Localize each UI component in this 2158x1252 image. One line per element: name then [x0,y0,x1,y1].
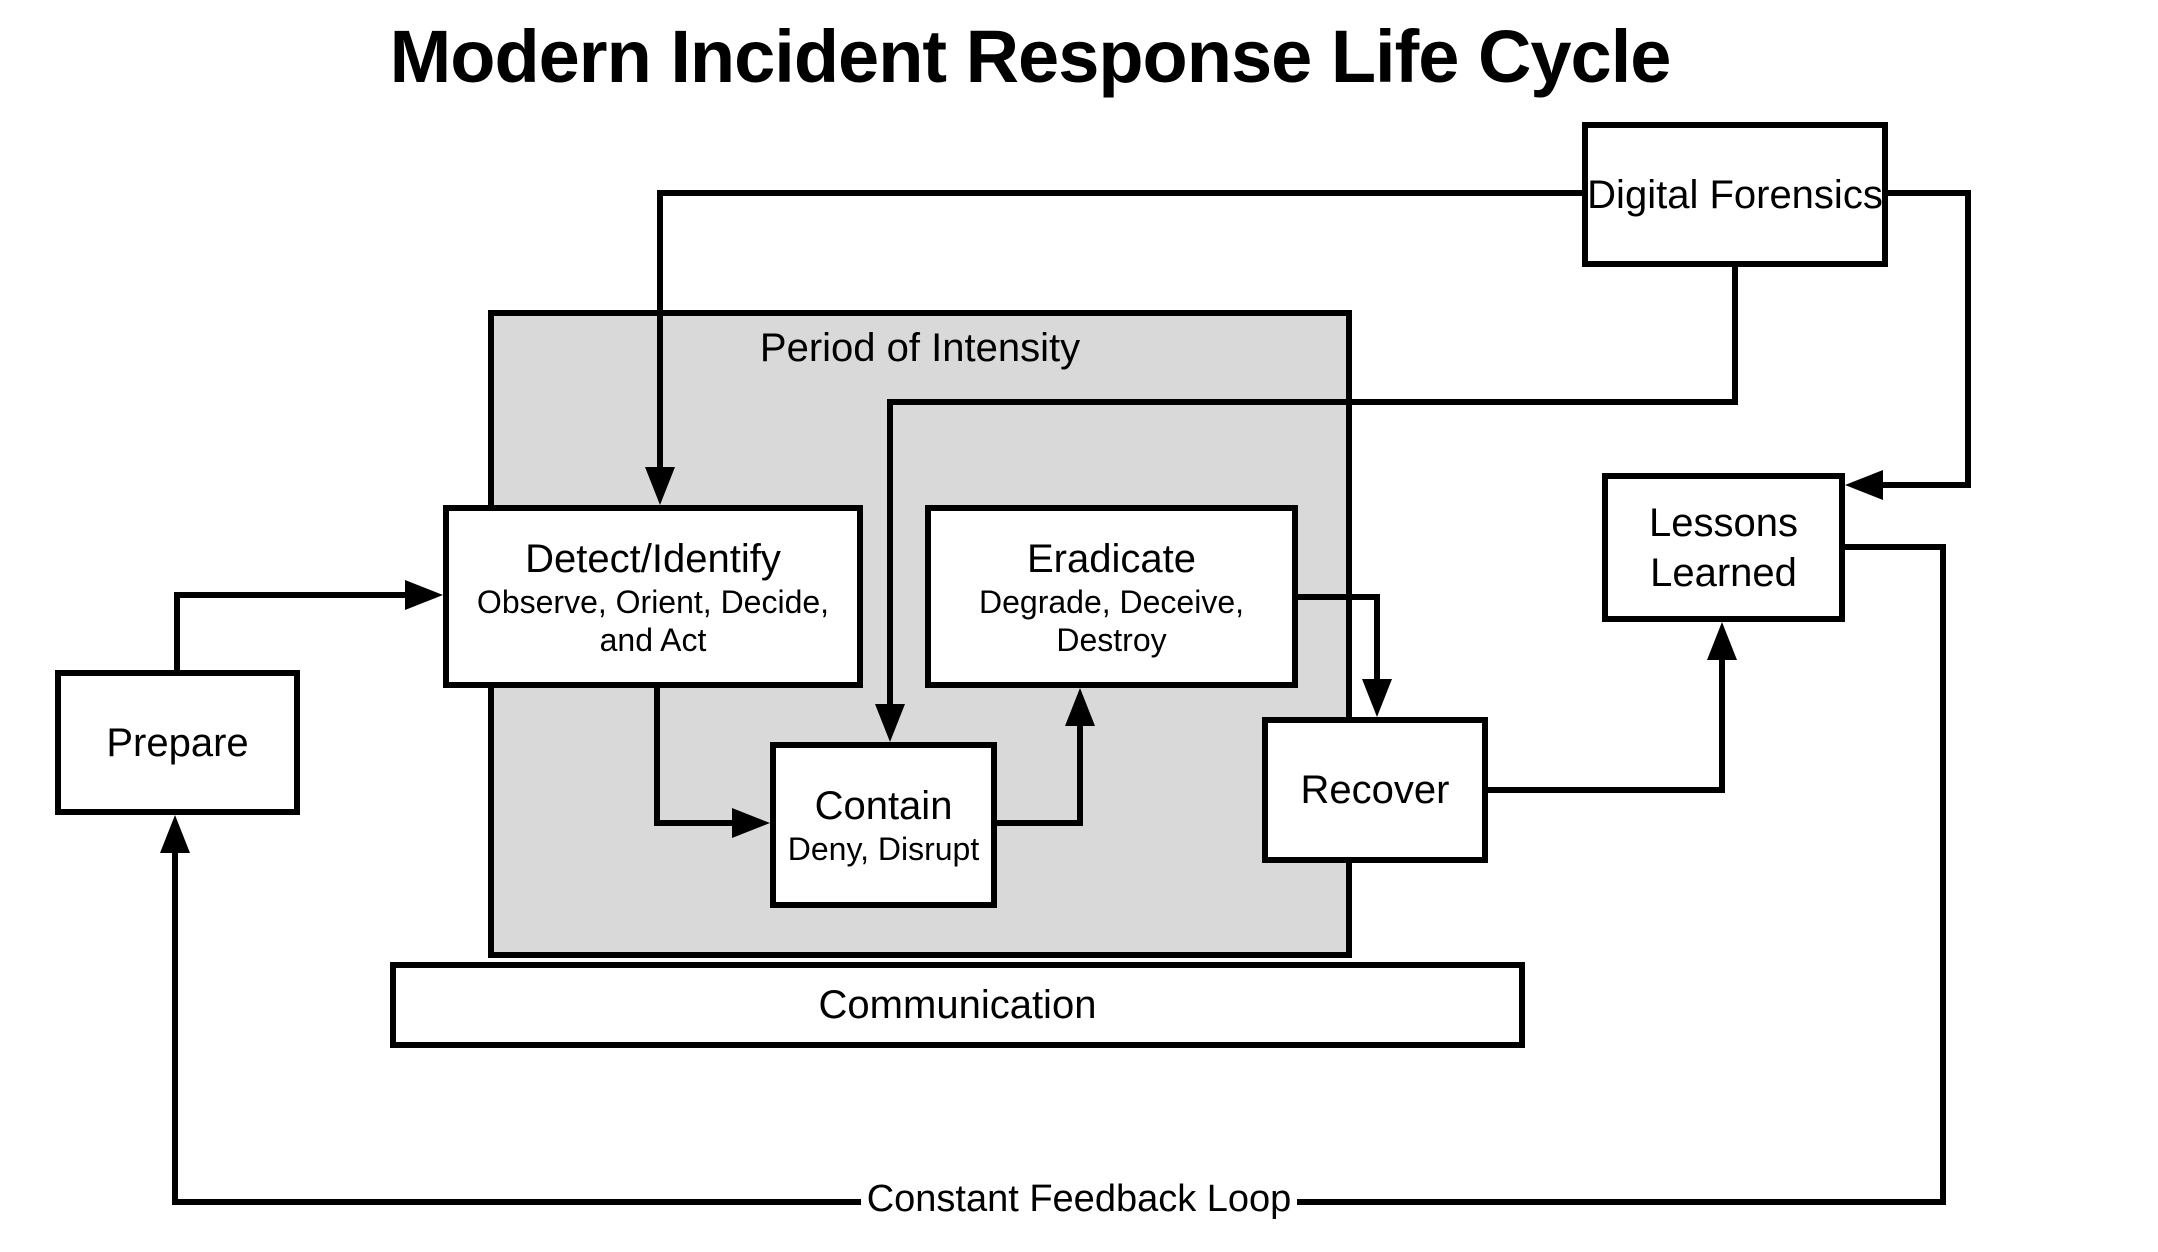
period-of-intensity-label: Period of Intensity [759,326,1081,370]
contain-title: Contain [814,784,953,828]
digital-forensics-label: Digital Forensics [1587,172,1883,217]
connector-recover-to-lessons [1488,657,1725,793]
connector-forensics-to-lessons [1880,190,1971,488]
prepare-label: Prepare [106,720,249,765]
connector-feedback-loop [172,544,1946,1205]
node-lessons-learned: Lessons Learned [1602,473,1845,622]
arrowhead-into-eradicate-bottom [1065,688,1095,726]
connector-detect-to-contain [654,688,735,826]
connector-eradicate-to-recover [1298,594,1380,682]
arrowhead-into-lessons-right [1845,470,1883,500]
connector-forensics-to-contain [887,267,1738,707]
arrowhead-into-prepare-bottom [160,815,190,853]
node-digital-forensics: Digital Forensics [1582,122,1888,267]
node-eradicate: Eradicate Degrade, Deceive, Destroy [925,505,1298,688]
recover-label: Recover [1300,768,1450,812]
arrowhead-into-lessons-bottom [1707,622,1737,660]
node-recover: Recover [1262,717,1488,863]
connector-contain-to-eradicate [997,723,1083,826]
arrowhead-into-contain-left [732,808,770,838]
detect-identify-subtitle: Observe, Orient, Decide, and Act [476,583,830,658]
connector-forensics-to-detect [657,190,1582,470]
eradicate-subtitle: Degrade, Deceive, Destroy [978,583,1245,658]
arrowhead-into-detect-left [405,580,443,610]
node-detect-identify: Detect/Identify Observe, Orient, Decide,… [443,505,863,688]
communication-label: Communication [818,982,1097,1027]
detect-identify-title: Detect/Identify [525,536,781,581]
page-title: Modern Incident Response Life Cycle [389,15,1672,98]
arrowhead-into-recover-top [1362,679,1392,717]
connector-prepare-to-detect [174,592,408,670]
arrowhead-into-contain-top [875,704,905,742]
contain-subtitle: Deny, Disrupt [787,831,980,867]
node-contain: Contain Deny, Disrupt [770,742,997,908]
communication-bar: Communication [390,962,1525,1048]
node-prepare: Prepare [55,670,300,815]
eradicate-title: Eradicate [1027,536,1196,581]
arrowhead-into-detect-top [645,467,675,505]
lessons-learned-label: Lessons Learned [1649,500,1798,595]
